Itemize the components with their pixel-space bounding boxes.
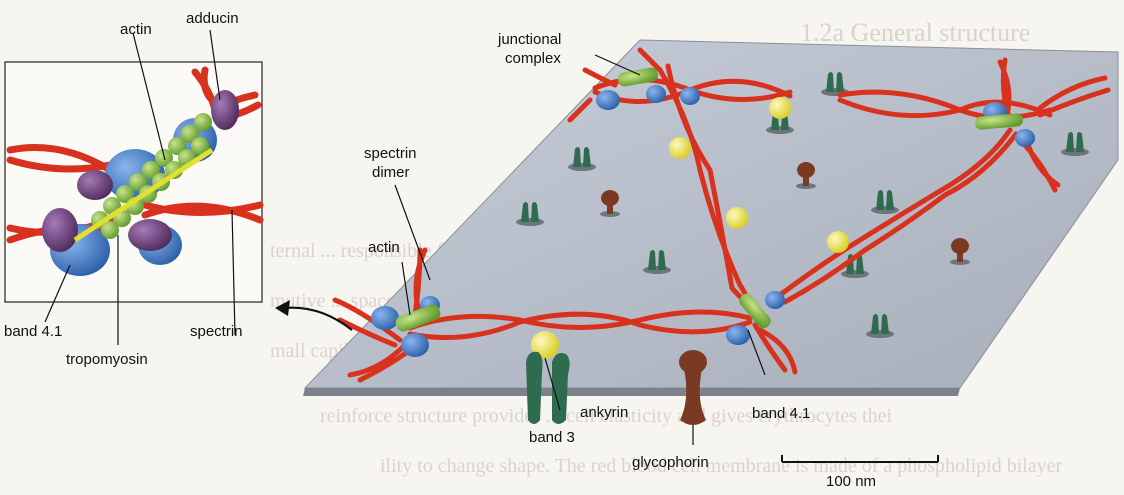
- inset-junctional-complex: [5, 62, 262, 302]
- scale-bar-label: 100 nm: [826, 473, 876, 490]
- junctional-complex-label: junctional: [497, 31, 561, 48]
- inset-adducin-label: adducin: [186, 10, 239, 27]
- inset-spectrin-label: spectrin: [190, 323, 243, 340]
- spectrin-dimer-label: spectrin: [364, 145, 417, 162]
- junctional-complex-label: complex: [505, 50, 561, 67]
- band41-label: band 4.1: [752, 405, 810, 422]
- actin-label: actin: [368, 239, 400, 256]
- inset-actin-label: actin: [120, 21, 152, 38]
- scale-bar: [782, 455, 938, 462]
- inset-arrow-head: [275, 300, 290, 316]
- ankyrin-label: ankyrin: [580, 404, 628, 421]
- glycophorin-label: glycophorin: [632, 454, 709, 471]
- inset-band41-label: band 4.1: [4, 323, 62, 340]
- membrane-edge: [303, 388, 960, 396]
- inset-tropomyosin-label: tropomyosin: [66, 351, 148, 368]
- spectrin-dimer-label: dimer: [372, 164, 410, 181]
- band3-label: band 3: [529, 429, 575, 446]
